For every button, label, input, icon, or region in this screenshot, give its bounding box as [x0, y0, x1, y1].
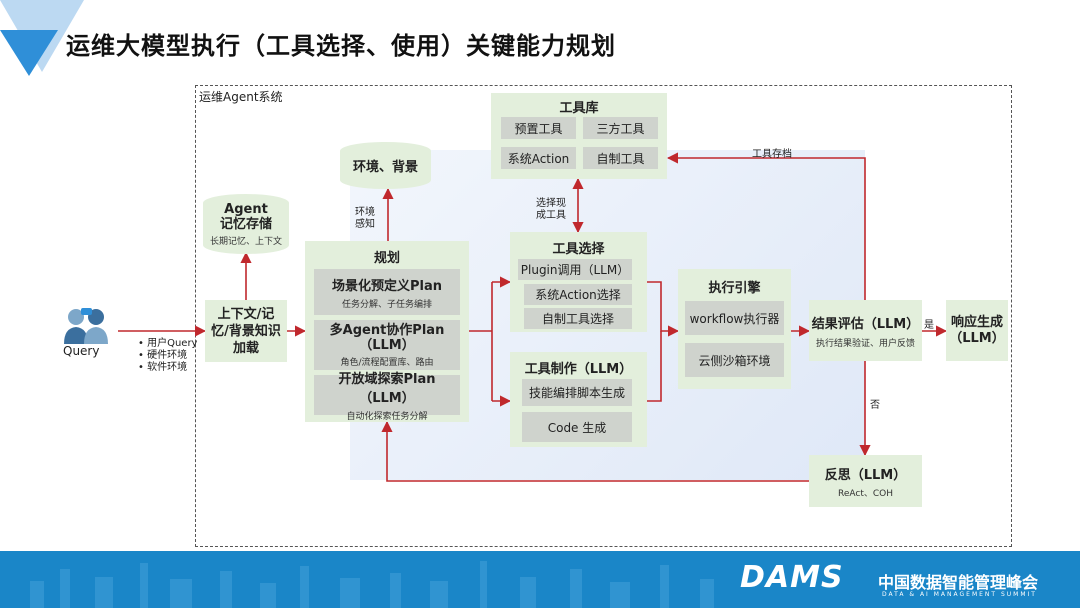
query-input-2: • 硬件环境 [138, 350, 188, 361]
edge-archive [666, 152, 866, 300]
env-title: 环境、背景 [352, 160, 418, 175]
edge-select-engine [647, 281, 680, 337]
planning-title: 规划 [373, 251, 400, 266]
tool-system-action[interactable]: 系统Action [501, 147, 576, 169]
query-label: Query [63, 344, 100, 358]
edge-label-yes: 是 [924, 320, 934, 331]
tool-third-party[interactable]: 三方工具 [583, 117, 658, 139]
env-perceive-label: 环境感知 [355, 207, 375, 230]
plan-multi-agent[interactable]: 多Agent协作Plan（LLM） 角色/流程配置库、路由 [314, 320, 460, 370]
evaluate-box[interactable]: 结果评估（LLM） 执行结果验证、用户反馈 [809, 300, 922, 361]
tool-select-plugin[interactable]: Plugin调用（LLM） [518, 259, 632, 280]
plan-scenario-sub: 任务分解、子任务编排 [341, 299, 432, 310]
edge-make-engine [647, 331, 662, 402]
tool-select-system[interactable]: 系统Action选择 [524, 284, 632, 305]
engine-sandbox[interactable]: 云侧沙箱环境 [685, 343, 784, 377]
tool-make-code[interactable]: Code 生成 [522, 412, 632, 442]
reflect-sub: ReAct、COH [838, 488, 893, 499]
edge-label-no: 否 [870, 400, 880, 411]
memory-store[interactable]: Agent记忆存储 长期记忆、上下文 [203, 194, 289, 254]
footer-en: DATA & AI MANAGEMENT SUMMIT [882, 591, 1037, 598]
reflect-title: 反思（LLM） [824, 467, 907, 483]
query-input-2-text: 硬件环境 [147, 350, 188, 361]
memory-title: Agent记忆存储 [219, 201, 272, 232]
footer-banner [0, 551, 1080, 608]
choose-tool-label: 选择现成工具 [536, 198, 566, 221]
edge-label-archive: 工具存档 [752, 149, 792, 160]
evaluate-title: 结果评估（LLM） [811, 316, 920, 332]
footer-cn: 中国数据智能管理峰会 [878, 573, 1039, 592]
city-skyline-icon [30, 561, 714, 608]
engine-title: 执行引擎 [708, 281, 761, 296]
query-input-3-text: 软件环境 [147, 362, 188, 373]
query-input-3: • 软件环境 [138, 362, 188, 373]
memory-sub: 长期记忆、上下文 [209, 236, 282, 247]
tool-select-title: 工具选择 [552, 242, 605, 257]
plan-open-domain[interactable]: 开放域探索Plan（LLM） 自动化探索任务分解 [314, 372, 460, 422]
plan-scenario-title: 场景化预定义Plan [331, 278, 442, 294]
tool-preset[interactable]: 预置工具 [501, 117, 576, 139]
context-loader-box[interactable]: 上下文/记忆/背景知识加载 [205, 300, 287, 362]
tool-make-title: 工具制作（LLM） [524, 362, 633, 377]
response-box[interactable]: 响应生成（LLM） [946, 300, 1008, 361]
plan-scenario[interactable]: 场景化预定义Plan 任务分解、子任务编排 [314, 269, 460, 315]
reflect-box[interactable]: 反思（LLM） ReAct、COH [809, 455, 922, 507]
query-input-1: • 用户Query [138, 338, 198, 349]
toolbox-title: 工具库 [559, 101, 599, 116]
page-title: 运维大模型执行（工具选择、使用）关键能力规划 [66, 32, 616, 60]
users-icon [64, 308, 108, 344]
plan-open-domain-sub: 自动化探索任务分解 [346, 412, 428, 422]
plan-open-domain-title: 开放域探索Plan（LLM） [338, 372, 436, 406]
query-input-1-text: 用户Query [147, 338, 198, 349]
env-store[interactable]: 环境、背景 [340, 142, 431, 189]
edge-reflect-planning [381, 420, 809, 482]
agent-system-frame [195, 85, 1012, 547]
edge-planning-split [469, 282, 493, 401]
tool-custom[interactable]: 自制工具 [583, 147, 658, 169]
engine-workflow[interactable]: workflow执行器 [685, 301, 784, 335]
plan-multi-agent-title: 多Agent协作Plan（LLM） [329, 322, 445, 353]
tool-make-skill[interactable]: 技能编排脚本生成 [522, 379, 632, 406]
agent-system-label: 运维Agent系统 [199, 90, 283, 104]
footer-brand: DAMS [740, 560, 844, 595]
evaluate-sub: 执行结果验证、用户反馈 [815, 338, 915, 349]
logo-triangles-icon [0, 0, 84, 76]
plan-multi-agent-sub: 角色/流程配置库、路由 [340, 357, 434, 368]
tool-select-custom[interactable]: 自制工具选择 [524, 308, 632, 329]
response-title: 响应生成（LLM） [949, 314, 1005, 346]
